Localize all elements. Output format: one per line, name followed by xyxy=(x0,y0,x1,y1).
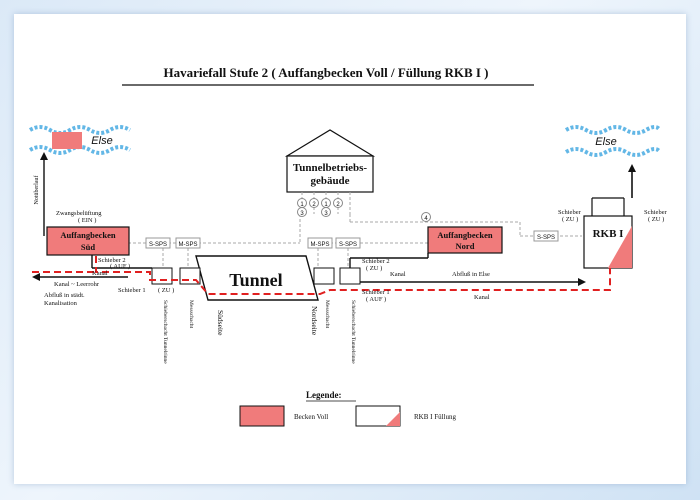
svg-text:M-SPS: M-SPS xyxy=(178,242,197,248)
legend-rkb-fill xyxy=(386,412,400,426)
rkb-label: RKB I xyxy=(593,228,624,240)
zwangs-label: Zwangsbelüftung xyxy=(56,210,102,217)
basin-nord: Auffangbecken Nord xyxy=(427,226,503,254)
diagram-title: Havariefall Stufe 2 ( Auffangbecken Voll… xyxy=(163,65,488,80)
abfluss-line2: Kanalisation xyxy=(44,300,78,307)
v-schieberschacht-right: Schieberschacht Tunnelrinne xyxy=(350,300,356,364)
svg-text:S-SPS: S-SPS xyxy=(537,235,555,241)
legend-full-label: Becken Voll xyxy=(294,413,328,421)
ring-number: 2 xyxy=(309,198,319,208)
svg-text:3: 3 xyxy=(300,211,304,217)
basin-sued: Auffangbecken Süd xyxy=(46,226,130,256)
sps-box: M-SPS xyxy=(307,237,333,249)
kanal-right-label: Kanal xyxy=(474,294,490,301)
svg-text:2: 2 xyxy=(336,202,340,208)
legend-rkb-label: RKB I Füllung xyxy=(414,413,457,421)
building-label-line2: gebäude xyxy=(310,175,349,187)
river-left-label: Else xyxy=(91,135,112,147)
svg-text:1: 1 xyxy=(300,202,304,208)
river-right-label: Else xyxy=(595,136,616,148)
sps-boxes: S-SPS M-SPS M-SPS S-SPS S-SPS xyxy=(145,230,559,249)
basin-nord-line1: Auffangbecken xyxy=(437,230,493,240)
basin-sued-line2: Süd xyxy=(81,242,95,252)
legend-full-swatch xyxy=(239,405,285,427)
river-left-fill xyxy=(52,132,82,149)
svg-text:4: 4 xyxy=(424,216,428,222)
schieber1-right: Schieber 1 xyxy=(362,289,390,296)
svg-text:2: 2 xyxy=(312,202,316,208)
schieber2-right: Schieber 2 xyxy=(362,258,390,265)
v-messschacht-right: Messschacht xyxy=(324,300,330,329)
schieber1-left-state: ( ZU ) xyxy=(158,287,174,294)
svg-text:S-SPS: S-SPS xyxy=(339,242,357,248)
svg-text:S-SPS: S-SPS xyxy=(149,242,167,248)
sps-box: S-SPS xyxy=(145,237,171,249)
tunnel-body: Tunnel xyxy=(195,255,319,301)
basin-nord-line2: Nord xyxy=(456,241,475,251)
sps-box: S-SPS xyxy=(335,237,361,249)
sps-box: M-SPS xyxy=(175,237,201,249)
tunnel-building: Tunnelbetriebs- gebäude xyxy=(284,129,376,193)
tunnel-label: Tunnel xyxy=(229,270,282,290)
svg-text:3: 3 xyxy=(324,211,328,217)
ring-number: 4 xyxy=(421,212,431,222)
kanal-mid-label: Kanal xyxy=(390,271,406,278)
schieber2-left-state: ( AUF ) xyxy=(110,263,130,270)
river-else-right: Else xyxy=(564,125,662,157)
legend: Legende: Becken Voll RKB I Füllung xyxy=(239,390,457,427)
flow-path xyxy=(32,256,611,295)
building-label-line1: Tunnelbetriebs- xyxy=(293,162,368,174)
abfluss-else-label: Abfluß in Else xyxy=(452,271,490,278)
schieber2-left: Schieber 2 xyxy=(98,257,126,264)
kanal-left-label: Kanal xyxy=(92,270,108,277)
ring-numbers: 1 2 3 1 2 3 4 xyxy=(297,198,431,222)
v-messschacht-left: Messschacht xyxy=(188,300,194,329)
rkb-schieber-left-state: ( ZU ) xyxy=(562,216,578,223)
basin-rkb: RKB I xyxy=(583,164,636,269)
v-schieberschacht-left: Schieberschacht Tunnelrinne xyxy=(162,300,168,364)
sps-box: S-SPS xyxy=(533,230,559,242)
rkb-schieber-right-state: ( ZU ) xyxy=(648,216,664,223)
river-else-left: Else xyxy=(28,125,132,155)
schieber1-left: Schieber 1 xyxy=(118,287,146,294)
rkb-schieber-right: Schieber xyxy=(644,209,668,216)
shafts xyxy=(151,267,361,285)
notuberlauf-label: Notüberlauf xyxy=(33,176,40,205)
abfluss-line1: Abfluß in städt. xyxy=(44,292,85,299)
svg-text:M-SPS: M-SPS xyxy=(310,242,329,248)
ring-number: 3 xyxy=(321,207,331,217)
kanal-leerrohr-label: Kanal ~ Leerrohr xyxy=(54,281,100,288)
schieber2-right-state: ( ZU ) xyxy=(366,265,382,272)
ring-number: 1 xyxy=(321,198,331,208)
ring-number: 3 xyxy=(297,207,307,217)
v-suedseite: Südseite xyxy=(216,310,225,336)
zwangs-state: ( EIN ) xyxy=(78,217,96,224)
ring-number: 1 xyxy=(297,198,307,208)
rkb-schieber-left: Schieber xyxy=(558,209,582,216)
ring-number: 2 xyxy=(333,198,343,208)
v-nordseite: Nordseite xyxy=(310,306,319,336)
svg-text:1: 1 xyxy=(324,202,328,208)
schieber1-right-state: ( AUF ) xyxy=(366,296,386,303)
main-pipes xyxy=(32,253,586,286)
basin-sued-line1: Auffangbecken xyxy=(60,230,116,240)
legend-title: Legende: xyxy=(306,390,342,400)
